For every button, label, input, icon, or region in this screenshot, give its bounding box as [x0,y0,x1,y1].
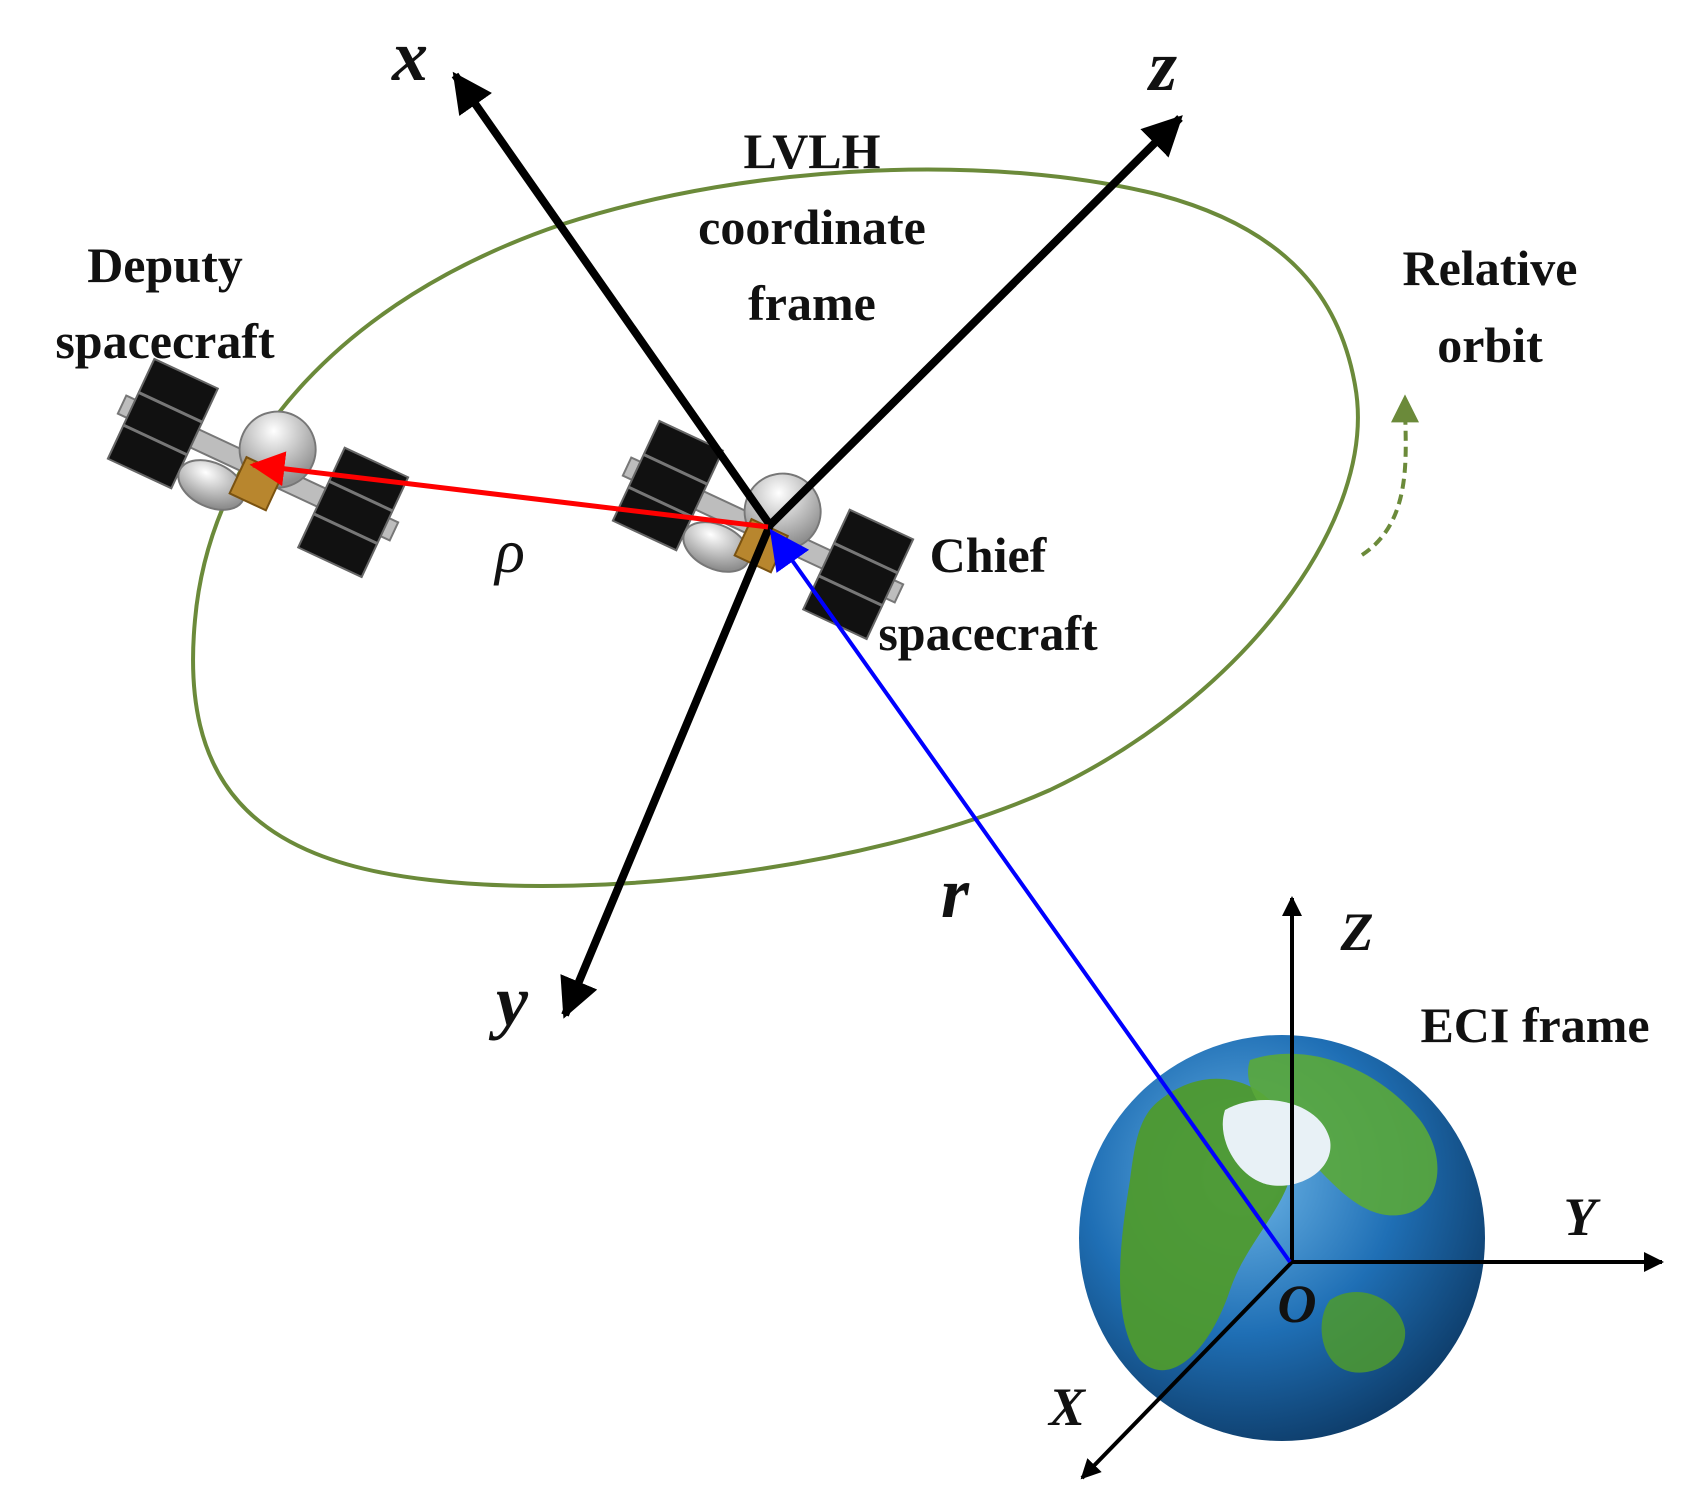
deputy-label-line2: spacecraft [55,313,275,369]
eci-z-label: Z [1340,902,1374,962]
lvlh-label-line3: frame [748,275,876,331]
lvlh-z-label: z [1146,26,1177,106]
lvlh-y-label: y [488,961,529,1041]
eci-x-axis [1080,1260,1294,1480]
chief-label-line1: Chief [930,527,1048,583]
lvlh-y-axis [560,523,774,1019]
relative-orbit-path [191,167,1360,888]
rho-label: ρ [493,518,525,586]
eci-x-label: X [1047,1377,1087,1437]
lvlh-z-axis [767,115,1183,528]
eci-origin-label: O [1278,1274,1317,1334]
chief-label-line2: spacecraft [878,605,1098,661]
relative-orbit-label-line2: orbit [1437,317,1543,373]
deputy-label-line1: Deputy [87,237,243,293]
rho-vector [249,451,769,530]
lvlh-x-label: x [391,16,428,96]
r-label: r [941,853,970,933]
r-vector [769,528,1292,1264]
relative-orbit-label-line1: Relative [1403,240,1578,296]
eci-y-label: Y [1564,1187,1602,1247]
lvlh-x-axis [451,71,774,528]
earth-globe-icon [1079,1035,1485,1441]
eci-frame-label: ECI frame [1420,997,1649,1053]
lvlh-label-line1: LVLH [743,123,880,179]
lvlh-label-line2: coordinate [698,199,926,255]
orbit-direction-arrow [1360,394,1420,557]
